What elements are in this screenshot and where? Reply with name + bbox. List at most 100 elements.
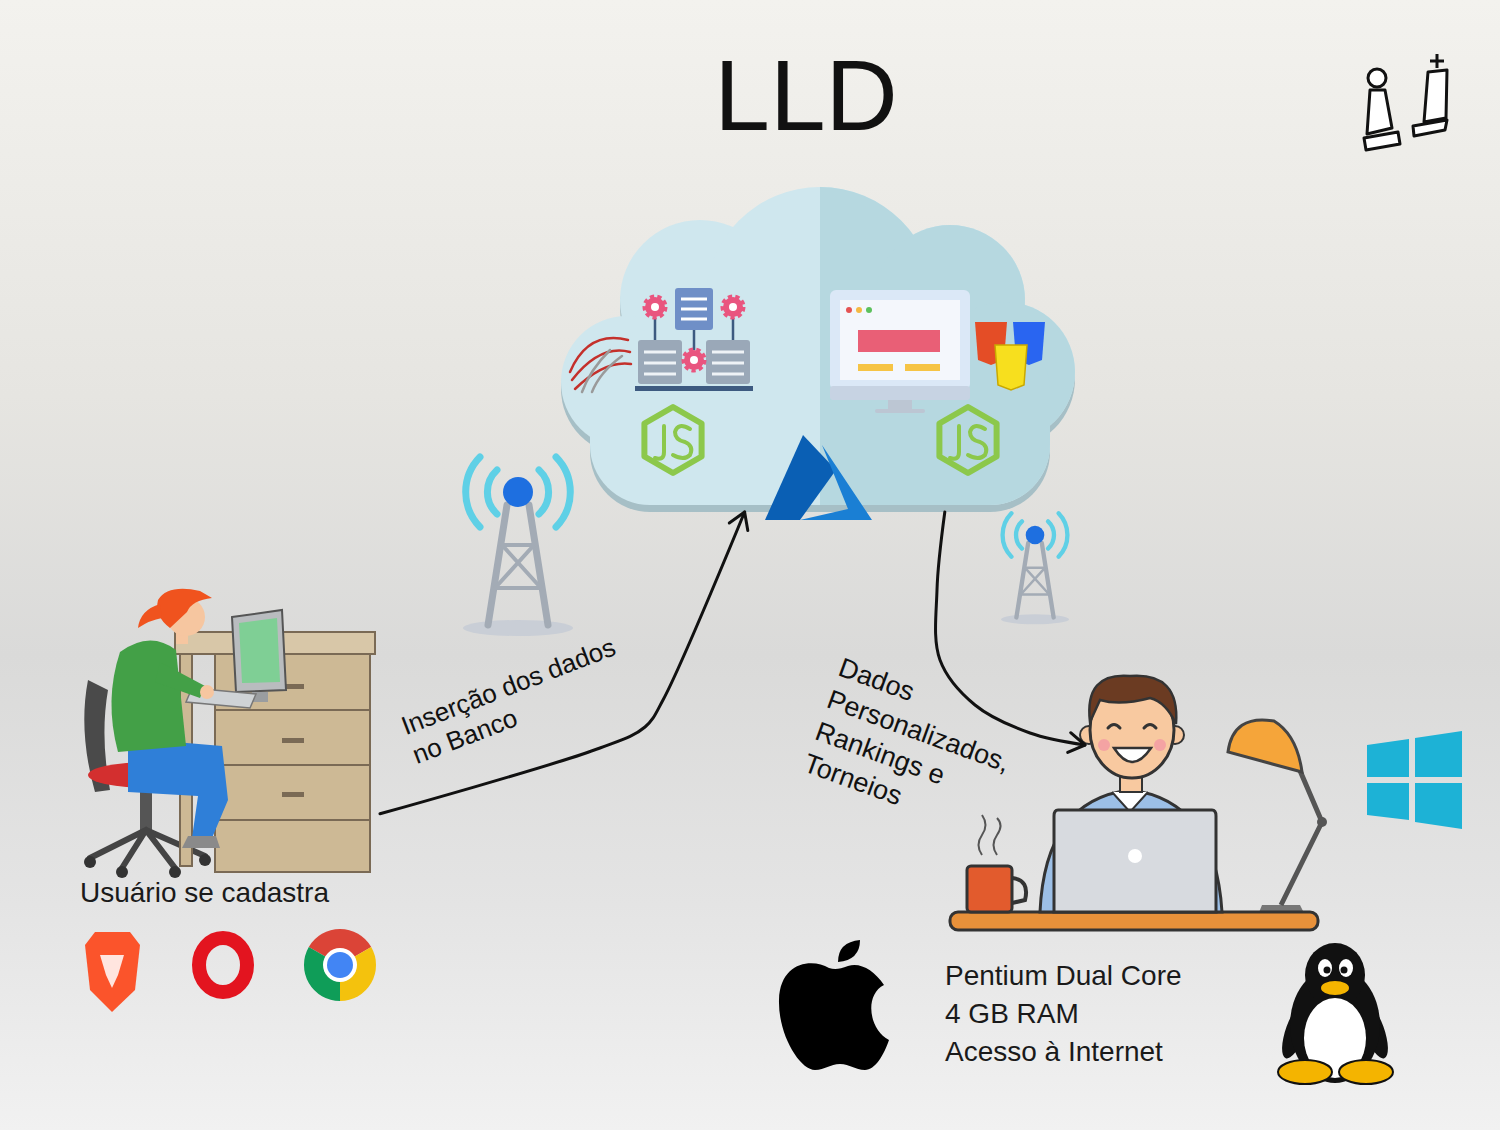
- nodejs-logo: [644, 407, 701, 473]
- browser-window-icon: [866, 307, 872, 313]
- laptop-user-figure: [1040, 790, 1222, 912]
- browser-window-icon: [846, 307, 852, 313]
- browser-window-icon: [888, 400, 912, 410]
- user-figure: [169, 866, 181, 878]
- diagram-title: LLD: [556, 45, 1056, 145]
- apple-logo: [779, 940, 889, 1070]
- browser-icons: [327, 952, 353, 978]
- linux-tux: [1324, 967, 1331, 974]
- azure-logo: [765, 435, 872, 520]
- radio-tower: [463, 457, 573, 636]
- sql-server-logo: [575, 364, 631, 389]
- flow-arrow: [380, 512, 745, 814]
- server-icon: [684, 350, 704, 370]
- laptop-user-figure: [1317, 817, 1327, 827]
- azure-logo: [800, 445, 872, 520]
- browser-window-icon: [875, 409, 925, 413]
- user-figure: [199, 854, 211, 866]
- windows-logo: [1367, 731, 1462, 829]
- laptop-user-figure: [1128, 849, 1142, 863]
- edge-label: Inserção dos dados no Banco: [397, 625, 648, 771]
- linux-tux: [1321, 981, 1349, 995]
- windows-logo: [1415, 783, 1462, 829]
- browser-window-icon: [858, 330, 940, 352]
- user-figure: [111, 640, 186, 752]
- server-icon: [681, 299, 707, 319]
- laptop-user-figure: [1281, 766, 1322, 905]
- server-icon: [690, 356, 698, 364]
- radio-tower: [1001, 513, 1069, 624]
- browser-window-icon: [830, 386, 970, 400]
- linux-tux: [1305, 943, 1365, 1007]
- linux-tux: [1318, 959, 1332, 977]
- user-figure: [157, 589, 212, 628]
- server-icon: [723, 297, 743, 317]
- laptop-user-figure: [979, 815, 1001, 855]
- edge-label: Dados Personalizados, Rankings e Torneio…: [799, 650, 1048, 851]
- node-label: Pentium Dual Core: [945, 959, 1182, 993]
- azure-logo: [765, 435, 836, 520]
- user-figure: [215, 710, 370, 820]
- node-label: Acesso à Internet: [945, 1035, 1163, 1069]
- apple-logo: [779, 963, 889, 1070]
- linux-tux: [1278, 1060, 1332, 1084]
- browser-window-icon: [905, 364, 940, 371]
- laptop-user-figure: [967, 866, 1012, 912]
- user-figure: [282, 792, 304, 797]
- browser-window-icon: [858, 364, 893, 371]
- browser-icons: [85, 929, 376, 1012]
- node-label: 4 GB RAM: [945, 997, 1079, 1031]
- browser-icons: [199, 938, 247, 992]
- user-figure: [155, 662, 205, 698]
- server-icon: [675, 288, 713, 330]
- user-figure: [84, 856, 96, 868]
- server-icon: [729, 303, 737, 311]
- figure-node: [560, 185, 1080, 512]
- web-tech-logos: [975, 322, 1045, 390]
- windows-logo: [1367, 783, 1409, 820]
- server-icon: [645, 297, 665, 317]
- user-figure: [116, 866, 128, 878]
- web-tech-logos: [995, 345, 1027, 390]
- linux-tux: [1339, 959, 1353, 977]
- server-icon: [635, 288, 753, 391]
- figure-node: Usuário se cadastra: [75, 585, 380, 1025]
- browser-window-icon: [830, 290, 970, 390]
- chess-icon: [1364, 132, 1400, 150]
- sql-server-logo: [570, 338, 631, 392]
- laptop-user-figure: [1098, 739, 1110, 751]
- chess-icon: [1430, 54, 1444, 68]
- server-icon: [651, 303, 659, 311]
- browser-window-icon: [856, 307, 862, 313]
- figure-node: Pentium Dual Core4 GB RAMAcesso à Intern…: [1085, 680, 1330, 940]
- laptop-user-figure: [1089, 676, 1176, 724]
- user-figure: [232, 610, 286, 692]
- browser-icons: [85, 932, 140, 1012]
- user-figure: [182, 836, 220, 848]
- linux-tux: [1339, 1060, 1393, 1084]
- chess-icon: [1367, 90, 1392, 134]
- chess-icon: [1424, 70, 1447, 122]
- linux-tux: [1276, 943, 1393, 1084]
- user-figure: [138, 604, 162, 628]
- user-figure: [128, 738, 228, 838]
- user-figure: [282, 738, 304, 743]
- apple-logo: [838, 940, 860, 962]
- chess-icon: [1368, 69, 1386, 87]
- laptop-user-figure: [1228, 720, 1302, 772]
- chess-icon: [1413, 120, 1447, 136]
- user-figure: [200, 685, 214, 699]
- linux-tux: [1341, 967, 1348, 974]
- user-figure: [84, 589, 375, 878]
- laptop-user-figure: [950, 912, 1318, 930]
- cloud-shape: [820, 187, 1075, 505]
- browser-icons: [100, 955, 124, 988]
- laptop-user-figure: [1114, 748, 1151, 762]
- sql-server-logo: [592, 356, 622, 392]
- laptop-user-figure: [1108, 725, 1156, 729]
- radio-tower: [463, 457, 1069, 636]
- laptop-user-figure: [1054, 810, 1216, 912]
- browser-window-icon: [840, 300, 960, 380]
